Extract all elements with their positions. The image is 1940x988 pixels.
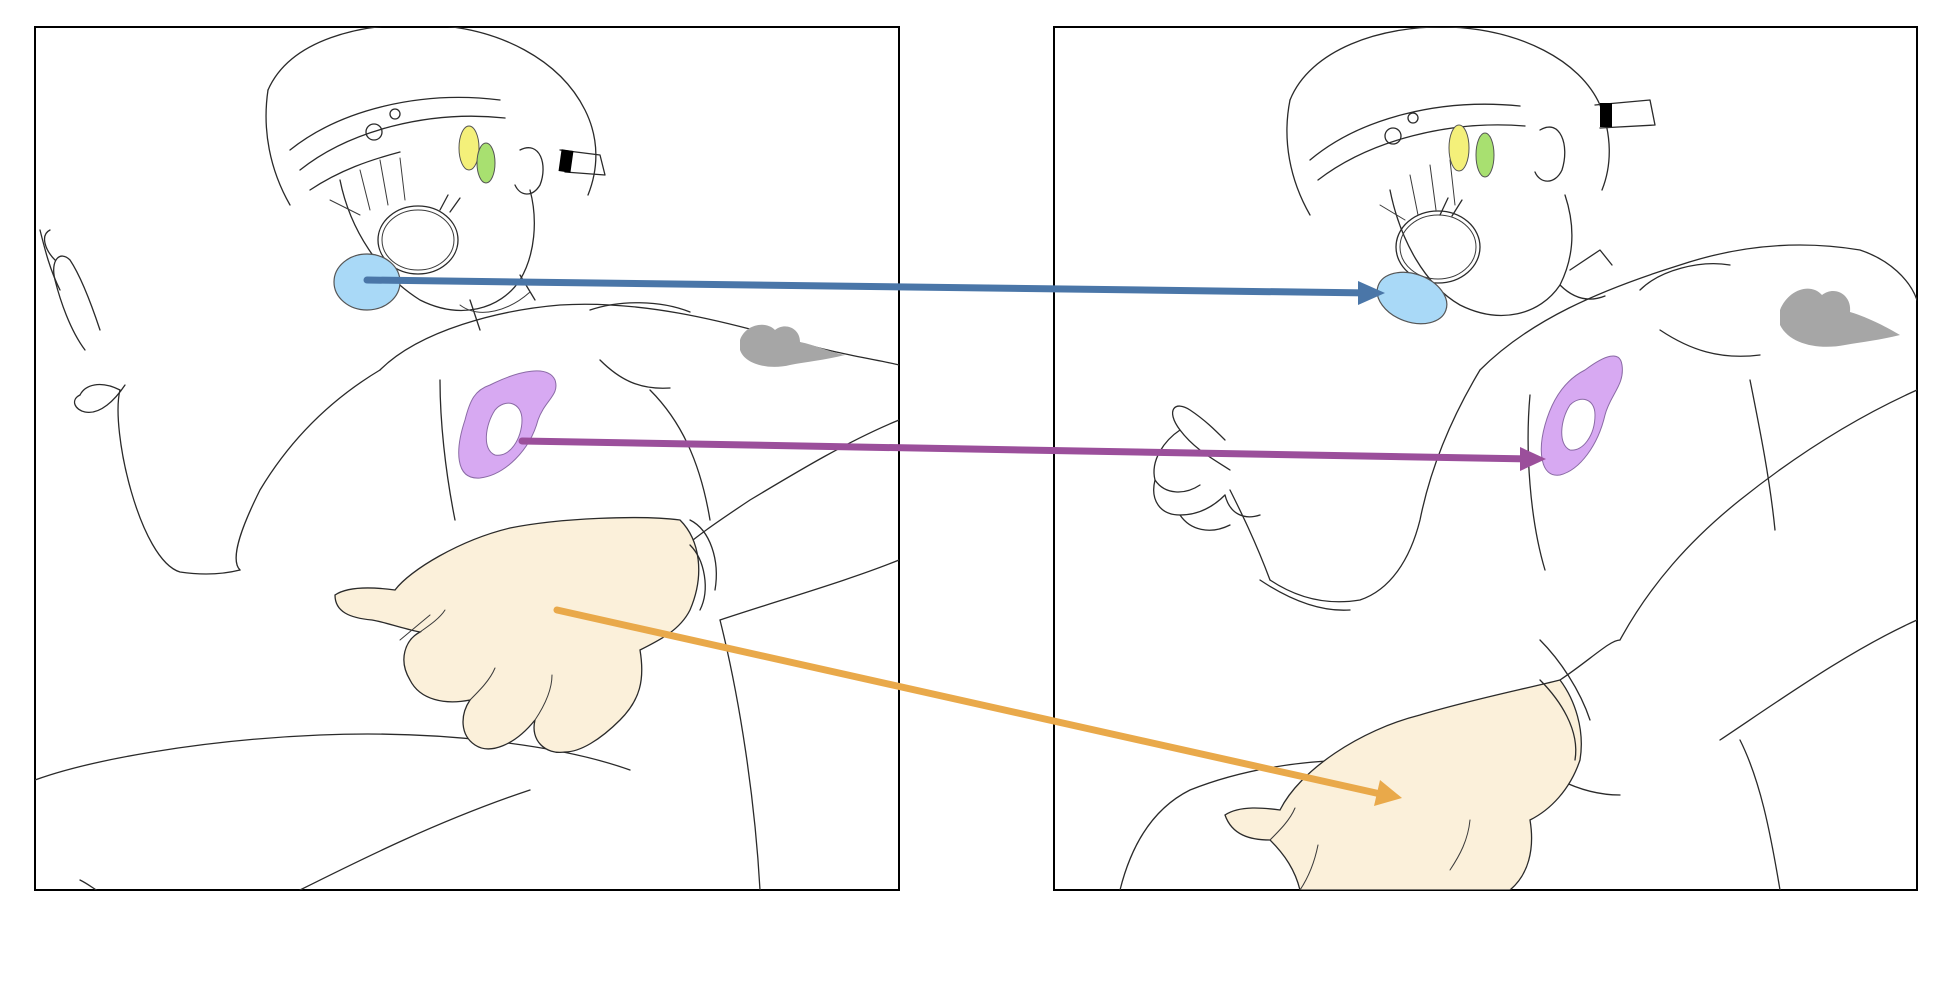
target-figure [1119,27,1917,890]
extended-arm [1619,389,1917,641]
hand-region [1224,679,1582,890]
torso-outline [379,303,899,371]
reaching-arm [669,419,899,561]
cheek-arrow-head [1358,281,1385,305]
leg-outline [1119,759,1361,890]
shoulder-mark [740,324,845,367]
cheek-region [1376,271,1448,325]
bent-arm [1269,369,1481,603]
chest-correspondence [518,437,1546,471]
face-outline [1389,189,1573,317]
correspondence-arrows [363,276,1546,806]
chest-region [458,370,557,479]
eye-green-region [1475,132,1495,178]
glasses-lens [1395,210,1481,284]
torso-outline [1479,244,1917,371]
shoulder-mark [1780,288,1900,347]
hand-region [334,517,700,753]
chest-region [1540,355,1623,476]
raised-hand [53,255,101,351]
hand-arrow-head [1374,780,1402,806]
eye-green-region [476,142,496,184]
chest-arrow-head [1520,447,1546,471]
hand-arrow-shaft [553,606,1389,799]
source-panel [34,26,900,891]
hand-correspondence [553,606,1402,806]
helmet-outline [267,27,597,196]
face-outline [339,179,535,312]
eye-yellow-region [1448,124,1470,172]
helmet-outline [1289,27,1610,191]
raised-arm [235,369,381,571]
eye-yellow-region [458,125,480,171]
cheek-correspondence [363,276,1385,305]
glasses-lens [377,205,459,275]
helmet-buckle [1600,103,1612,127]
helmet-buckle [558,149,574,173]
cheek-arrow-shaft [363,276,1376,297]
chest-arrow-shaft [518,437,1534,463]
